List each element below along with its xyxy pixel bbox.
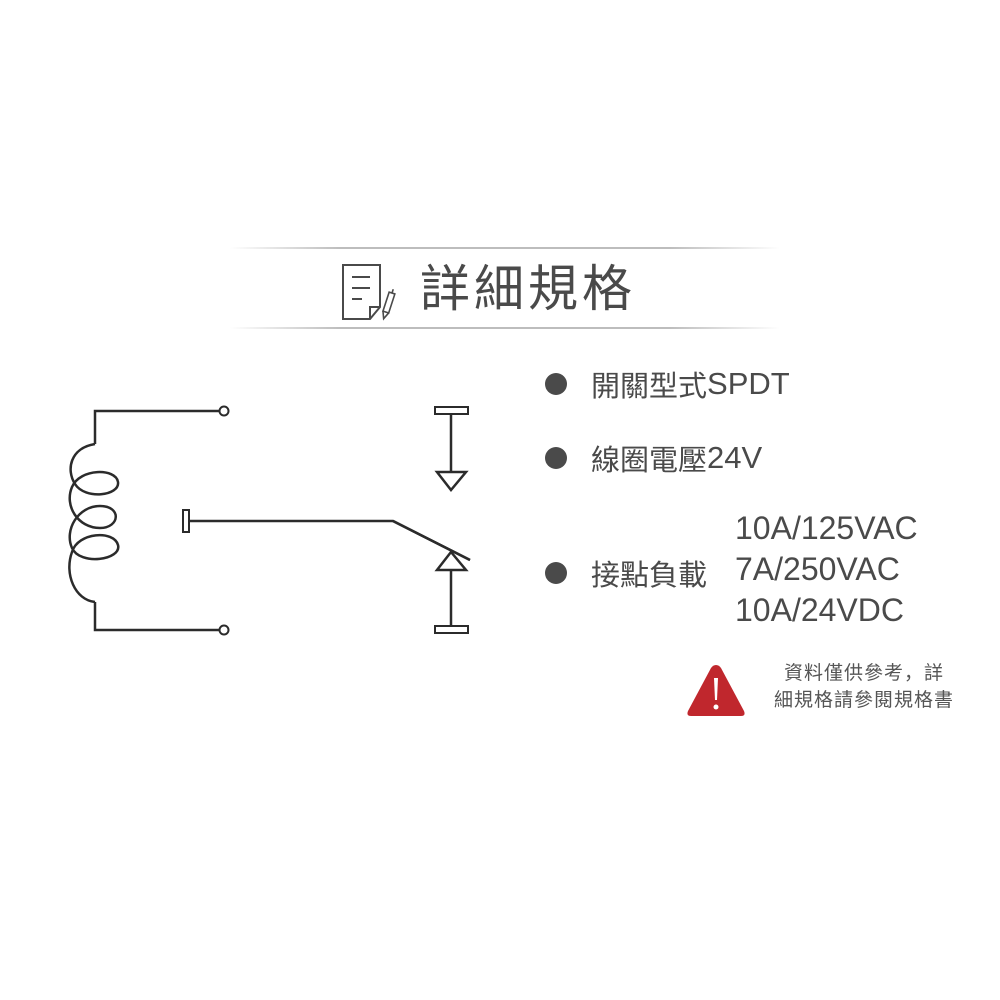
load-value: 7A/250VAC xyxy=(735,551,900,587)
load-value: 10A/24VDC xyxy=(735,592,904,628)
spec-contact-load: 接點負載 xyxy=(545,552,707,594)
disclaimer-line-2: 細規格請參閱規格書 xyxy=(773,689,954,711)
disclaimer-line-1: 資料僅供參考，詳 xyxy=(783,662,944,684)
coil-terminal-bottom xyxy=(218,624,230,636)
section-header: 詳細規格 xyxy=(230,247,780,331)
no-terminal xyxy=(434,625,469,634)
spec-value: SPDT xyxy=(707,366,790,401)
bullet-icon xyxy=(545,447,567,469)
page-title: 詳細規格 xyxy=(420,260,636,318)
no-contact-triangle xyxy=(434,550,469,572)
coil-circuit xyxy=(68,409,220,632)
common-contact-arm xyxy=(189,519,471,562)
spec-label: 開關型式 xyxy=(591,369,708,403)
bullet-icon xyxy=(545,373,567,395)
spec-value: 24V xyxy=(707,440,763,475)
armature-terminal xyxy=(182,509,190,533)
spec-coil-voltage: 線圈電壓 24V xyxy=(545,437,762,479)
header-divider-top xyxy=(230,247,780,249)
nc-contact-triangle xyxy=(434,470,469,492)
load-value: 10A/125VAC xyxy=(735,510,918,546)
spec-label: 線圈電壓 xyxy=(591,443,708,477)
contact-load-values: 10A/125VAC 7A/250VAC 10A/24VDC xyxy=(735,508,918,631)
spec-label: 接點負載 xyxy=(591,558,708,592)
coil-terminal-top xyxy=(218,405,230,417)
nc-terminal xyxy=(434,406,469,415)
disclaimer-note: 資料僅供參考，詳 細規格請參閱規格書 xyxy=(685,660,985,720)
spec-switch-type: 開關型式 SPDT xyxy=(545,363,790,405)
warning-triangle-icon xyxy=(687,665,745,716)
header-divider-bottom xyxy=(230,327,780,329)
disclaimer-text: 資料僅供參考，詳 細規格請參閱規格書 xyxy=(753,660,975,714)
bullet-icon xyxy=(545,562,567,584)
document-with-pen-icon xyxy=(342,264,396,321)
